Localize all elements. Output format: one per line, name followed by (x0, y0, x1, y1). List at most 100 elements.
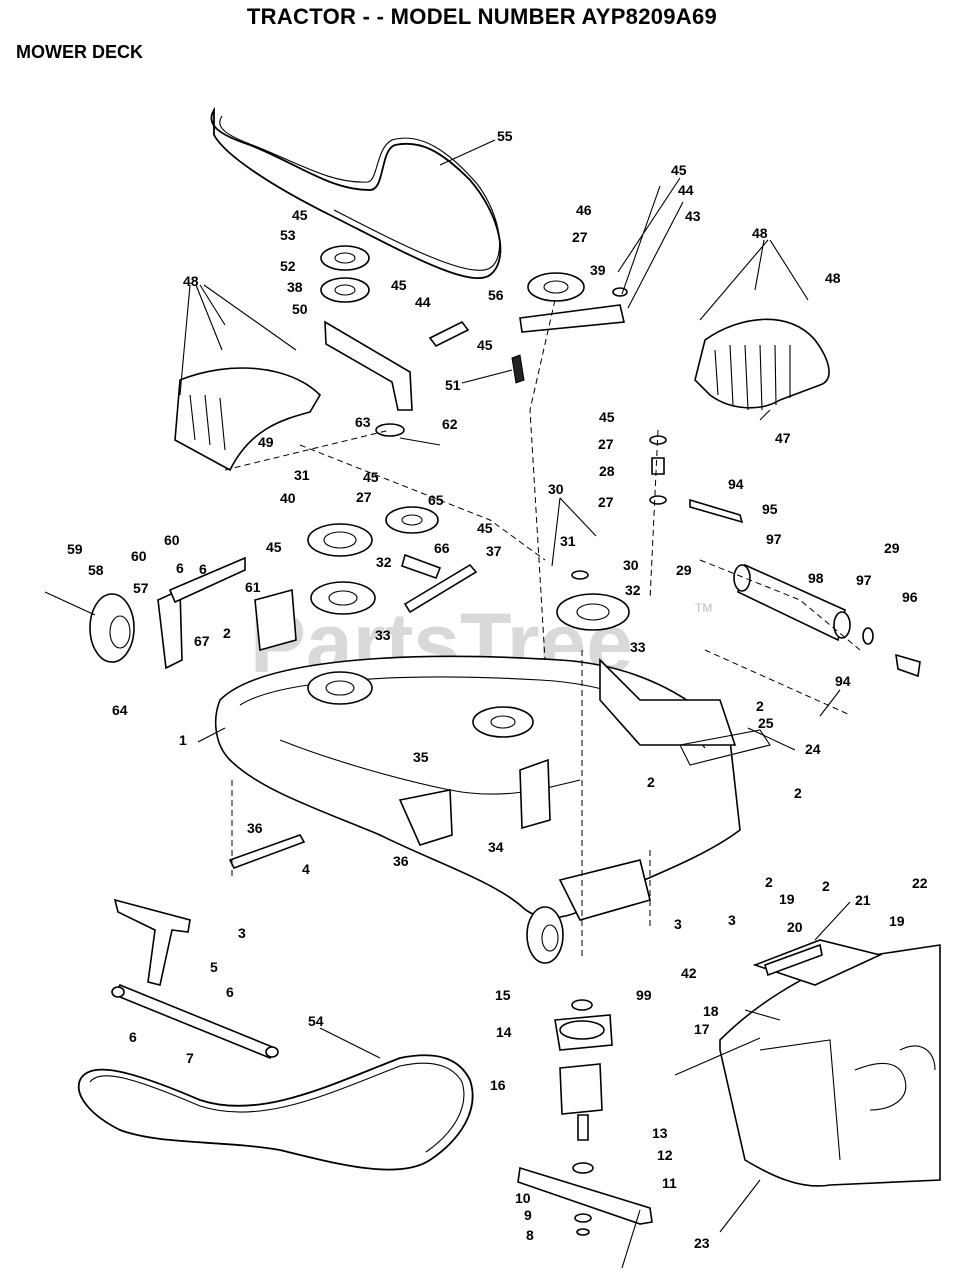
callout-label: 12 (657, 1147, 673, 1163)
callout-label: 44 (415, 294, 431, 310)
callout-label: 46 (576, 202, 592, 218)
callout-label: 66 (434, 540, 450, 556)
callout-label: 67 (194, 633, 210, 649)
belt-guard-47 (694, 318, 830, 411)
callout-label: 22 (912, 875, 928, 891)
callout-label: 59 (67, 541, 83, 557)
callout-label: 42 (681, 965, 697, 981)
callout-label: 45 (671, 162, 687, 178)
callout-label: 6 (226, 984, 234, 1000)
callout-label: 2 (794, 785, 802, 801)
callout-label: 45 (477, 520, 493, 536)
callout-label: 45 (266, 539, 282, 555)
callout-label: 47 (775, 430, 791, 446)
callout-label: 44 (678, 182, 694, 198)
belt-54 (77, 1054, 474, 1171)
callout-label: 3 (238, 925, 246, 941)
callout-label: 3 (728, 912, 736, 928)
callout-label: 13 (652, 1125, 668, 1141)
callout-label: 58 (88, 562, 104, 578)
guard-support-5 (113, 898, 191, 986)
callout-label: 97 (766, 531, 782, 547)
callout-label: 63 (355, 414, 371, 430)
callout-label: 29 (884, 540, 900, 556)
callout-label: 96 (902, 589, 918, 605)
callout-label: 48 (752, 225, 768, 241)
callout-label: 2 (822, 878, 830, 894)
callout-label: 23 (694, 1235, 710, 1251)
callout-label: 33 (630, 639, 646, 655)
callout-label: 62 (442, 416, 458, 432)
callout-label: 45 (292, 207, 308, 223)
callout-label: 14 (496, 1024, 512, 1040)
callout-label: 39 (590, 262, 606, 278)
callout-label: 27 (572, 229, 588, 245)
callout-label: 97 (856, 572, 872, 588)
spindle-pulleys-left (307, 506, 478, 615)
callout-label: 38 (287, 279, 303, 295)
callout-label: 19 (889, 913, 905, 929)
callout-label: 2 (647, 774, 655, 790)
callout-label: 5 (210, 959, 218, 975)
callout-label: 65 (428, 492, 444, 508)
callout-label: 27 (598, 436, 614, 452)
callout-label: 99 (636, 987, 652, 1003)
callout-label: 37 (486, 543, 502, 559)
callout-label: 31 (560, 533, 576, 549)
section-subtitle: MOWER DECK (16, 42, 143, 62)
callout-label: 60 (131, 548, 147, 564)
callout-label: 11 (662, 1175, 677, 1191)
page-title: TRACTOR - - MODEL NUMBER AYP8209A69 (246, 4, 718, 29)
callout-label: 8 (526, 1227, 534, 1243)
callout-label: 6 (129, 1029, 137, 1045)
callout-label: 32 (625, 582, 641, 598)
roller-98 (689, 498, 921, 678)
belt-55 (210, 106, 502, 280)
callout-label: 24 (805, 741, 821, 757)
callout-label: 27 (598, 494, 614, 510)
callout-label: 19 (779, 891, 795, 907)
callout-label: 64 (112, 702, 128, 718)
callout-label: 25 (758, 715, 774, 731)
callout-label: 6 (199, 561, 207, 577)
callout-label: 45 (477, 337, 493, 353)
callout-label: 28 (599, 463, 615, 479)
callout-label: 31 (294, 467, 310, 483)
callout-label: 4 (302, 861, 310, 877)
callout-label: 2 (765, 874, 773, 890)
callout-label: 36 (247, 820, 263, 836)
callout-label: 6 (176, 560, 184, 576)
spindle-pulley-right-32 (556, 570, 630, 631)
callout-label: 45 (391, 277, 407, 293)
callout-label: 61 (245, 579, 261, 595)
callout-label: 21 (855, 892, 871, 908)
callout-label: 53 (280, 227, 296, 243)
callout-label: 52 (280, 258, 296, 274)
spindle-assembly (554, 999, 613, 1174)
callout-label: 30 (623, 557, 639, 573)
callout-label: 27 (356, 489, 372, 505)
callout-label: 48 (825, 270, 841, 286)
callout-label: 43 (685, 208, 701, 224)
callout-label: 95 (762, 501, 778, 517)
callout-label: 18 (703, 1003, 719, 1019)
pulley-group-center-left (320, 245, 413, 437)
callout-label: 29 (676, 562, 692, 578)
callout-label: 36 (393, 853, 409, 869)
deck-brackets (228, 758, 551, 869)
callout-label: 2 (756, 698, 764, 714)
callout-label: 1 (179, 732, 187, 748)
callout-leaders (179, 139, 851, 1269)
discharge-chute-23 (674, 939, 941, 1187)
callout-label: 30 (548, 481, 564, 497)
callout-label: 20 (787, 919, 803, 935)
callout-label: 7 (186, 1050, 194, 1066)
callout-label: 34 (488, 839, 504, 855)
callout-label: 94 (728, 476, 744, 492)
callout-label: 16 (490, 1077, 506, 1093)
callout-label: 57 (133, 580, 149, 596)
idler-stack-right (649, 435, 667, 505)
watermark-tm: TM (695, 601, 712, 615)
